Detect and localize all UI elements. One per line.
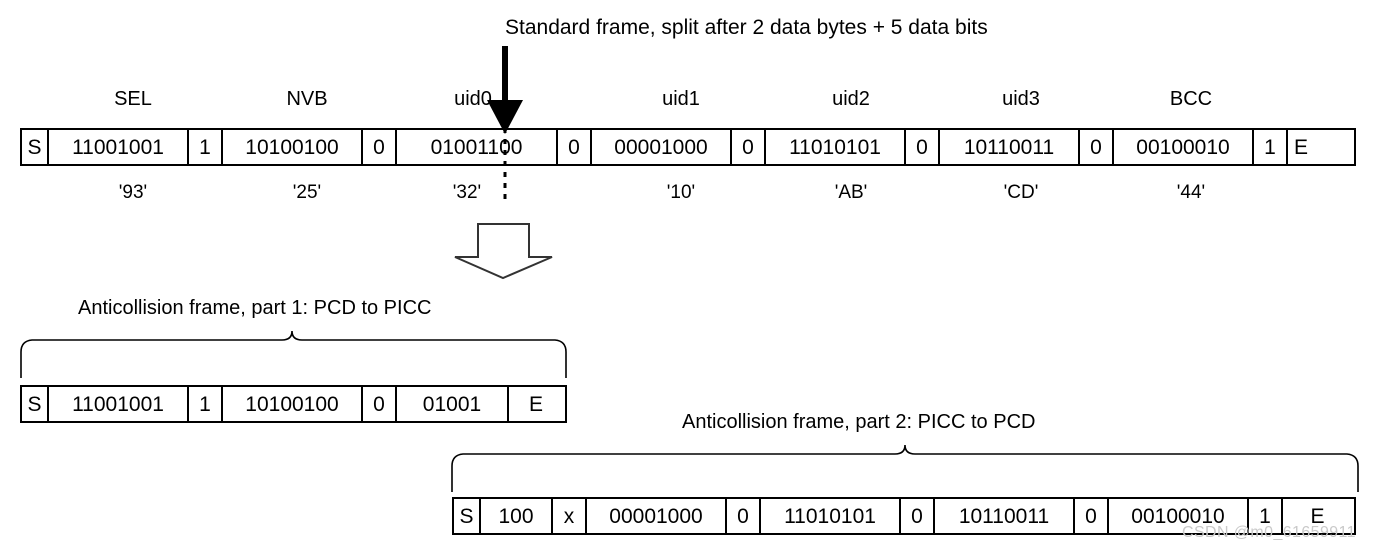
column-label-uid3: uid3 bbox=[1002, 88, 1040, 110]
hex-label-uid2: 'AB' bbox=[834, 182, 868, 203]
part2-frame-cell-7: 10110011 bbox=[935, 499, 1075, 533]
part2-frame-cell-8: 0 bbox=[1075, 499, 1109, 533]
hex-label-nvb: '25' bbox=[292, 182, 322, 203]
part1-frame-cell-0: S bbox=[22, 387, 49, 421]
part1-frame-cell-5: 01001 bbox=[397, 387, 509, 421]
part1-frame-cell-2: 1 bbox=[189, 387, 223, 421]
part2-frame-cell-11: E bbox=[1283, 499, 1352, 533]
standard-frame-cell-1: 11001001 bbox=[49, 130, 189, 164]
hex-label-uid3: 'CD' bbox=[1003, 182, 1039, 203]
standard-frame-cell-10: 0 bbox=[906, 130, 940, 164]
part2-frame-cell-2: x bbox=[553, 499, 587, 533]
csdn-watermark: CSDN @m0_61659911 bbox=[1182, 524, 1356, 541]
part2-caption: Anticollision frame, part 2: PICC to PCD bbox=[682, 411, 1036, 433]
column-label-sel: SEL bbox=[114, 88, 152, 110]
part1-frame-cell-1: 11001001 bbox=[49, 387, 189, 421]
column-label-uid0: uid0 bbox=[454, 88, 492, 110]
standard-frame-cell-11: 10110011 bbox=[940, 130, 1080, 164]
column-label-uid2: uid2 bbox=[832, 88, 870, 110]
part2-brace bbox=[451, 444, 1359, 492]
hex-label-bcc: '44' bbox=[1176, 182, 1206, 203]
standard-frame-cell-5: 01001100 bbox=[397, 130, 558, 164]
part1-frame-cell-6: E bbox=[509, 387, 563, 421]
part2-frame-cell-3: 00001000 bbox=[587, 499, 727, 533]
part2-frame-cell-9: 00100010 bbox=[1109, 499, 1249, 533]
column-label-uid1: uid1 bbox=[662, 88, 700, 110]
standard-frame-cell-2: 1 bbox=[189, 130, 223, 164]
hex-label-uid0: '32' bbox=[452, 182, 482, 203]
standard-frame-cell-7: 00001000 bbox=[592, 130, 732, 164]
part1-brace bbox=[20, 330, 567, 378]
part2-frame-cell-0: S bbox=[454, 499, 481, 533]
standard-frame-cell-9: 11010101 bbox=[766, 130, 906, 164]
standard-frame-cell-12: 0 bbox=[1080, 130, 1114, 164]
part2-frame-cell-4: 0 bbox=[727, 499, 761, 533]
hex-label-sel: '93' bbox=[118, 182, 148, 203]
part1-caption: Anticollision frame, part 1: PCD to PICC bbox=[78, 297, 432, 319]
hex-label-uid1: '10' bbox=[666, 182, 696, 203]
part2-frame-cell-1: 100 bbox=[481, 499, 553, 533]
part2-frame-cell-10: 1 bbox=[1249, 499, 1283, 533]
standard-frame-cell-8: 0 bbox=[732, 130, 766, 164]
standard-frame-cell-13: 00100010 bbox=[1114, 130, 1254, 164]
part2-frame-cell-6: 0 bbox=[901, 499, 935, 533]
standard-frame-cell-15: E bbox=[1288, 130, 1314, 164]
standard-frame-cell-4: 0 bbox=[363, 130, 397, 164]
standard-frame-cell-14: 1 bbox=[1254, 130, 1288, 164]
column-label-bcc: BCC bbox=[1169, 88, 1213, 110]
standard-frame-cell-6: 0 bbox=[558, 130, 592, 164]
standard-frame-cell-3: 10100100 bbox=[223, 130, 363, 164]
standard-frame-cell-0: S bbox=[22, 130, 49, 164]
part2-frame-cell-5: 11010101 bbox=[761, 499, 901, 533]
part1-frame-cell-4: 0 bbox=[363, 387, 397, 421]
column-label-nvb: NVB bbox=[286, 88, 328, 110]
diagram-title: Standard frame, split after 2 data bytes… bbox=[505, 16, 988, 39]
block-arrow-down-icon bbox=[454, 223, 553, 280]
part1-frame-cell-3: 10100100 bbox=[223, 387, 363, 421]
